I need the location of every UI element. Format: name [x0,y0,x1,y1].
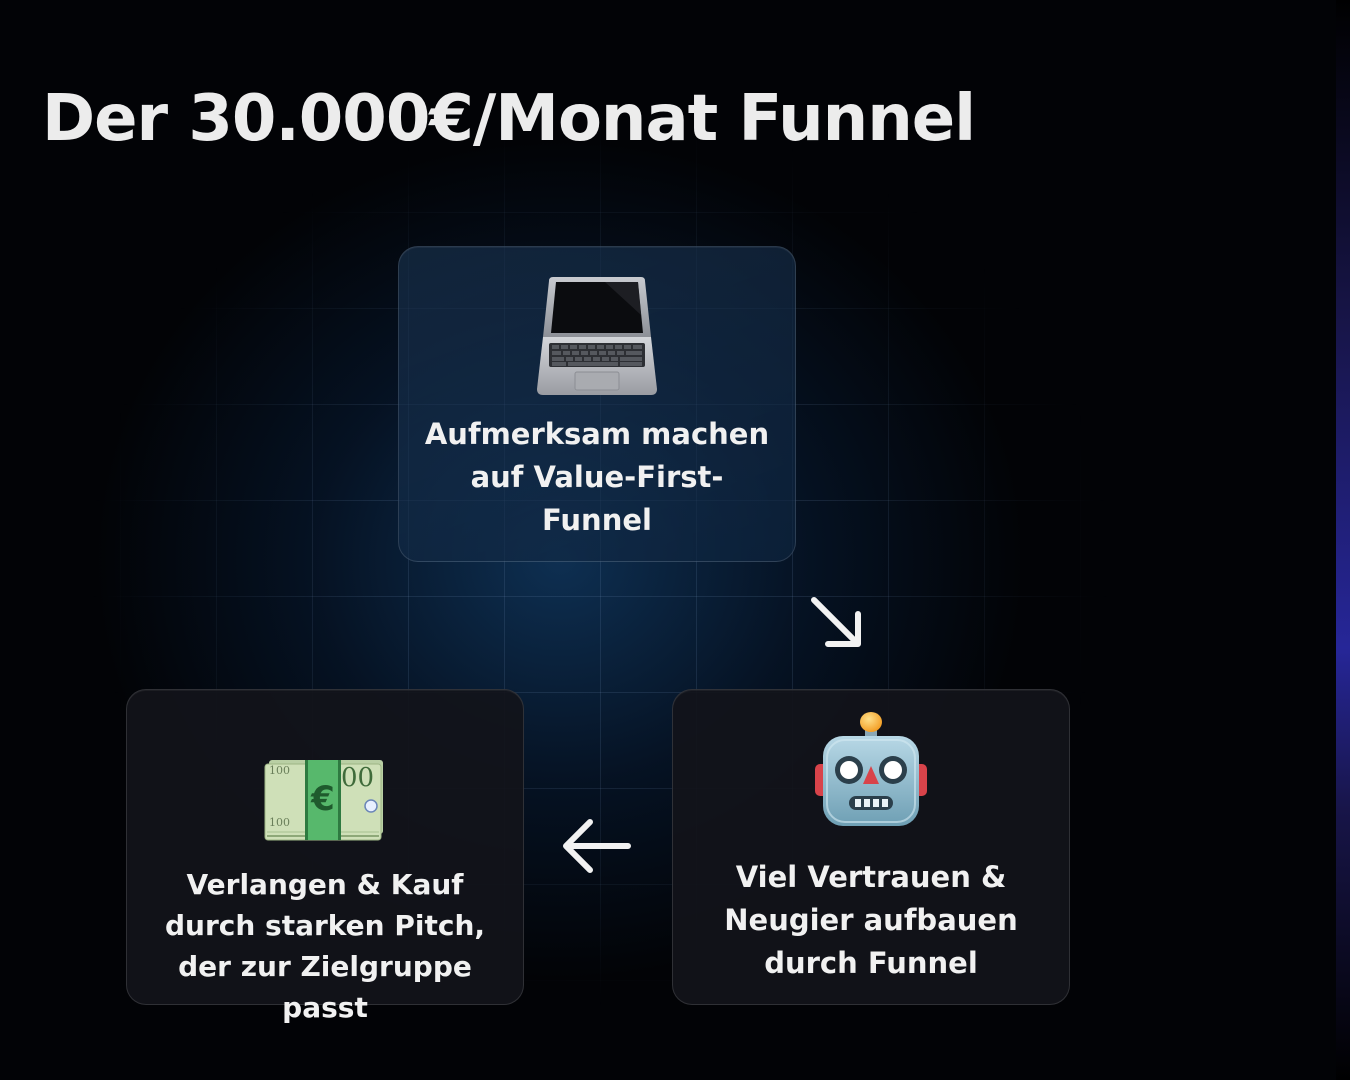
step-text: Aufmerksam machen auf Value-First-Funnel [424,417,770,537]
svg-text:100: 100 [269,764,290,777]
laptop-icon [535,275,659,405]
svg-text:100: 100 [269,816,290,829]
edge-glow [1336,0,1350,1080]
page-title: Der 30.000€/Monat Funnel [42,82,976,156]
step-card-purchase: 100 100 00 € Verlangen & Kauf durch star… [126,689,524,1024]
svg-text:€: € [310,779,335,819]
euro-banknote-icon: 100 100 00 € [263,756,387,846]
step-text: Verlangen & Kauf durch starken Pitch, de… [164,868,486,1024]
arrow-left-icon [558,814,636,880]
step-text: Viel Vertrauen & Neugier aufbauen durch … [724,860,1018,980]
svg-text:00: 00 [341,763,374,793]
robot-icon [813,710,929,832]
arrow-down-right-icon [806,592,868,658]
step-card-trust: Viel Vertrauen & Neugier aufbauen durch … [672,689,1070,1005]
step-card-attention: Aufmerksam machen auf Value-First-Funnel [398,246,796,562]
